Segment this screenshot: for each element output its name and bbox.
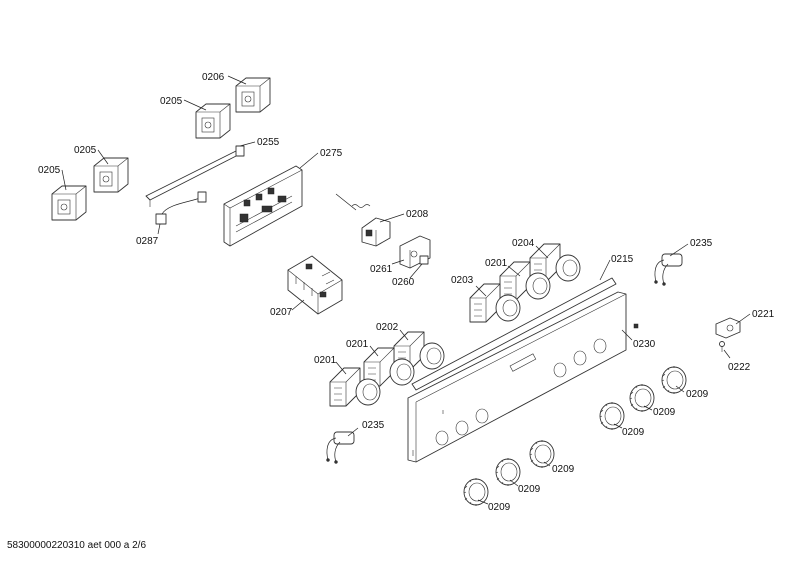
callout-0205-c: 0205 [38, 165, 61, 176]
callout-0201-a: 0201 [485, 258, 508, 269]
callout-0209-a: 0209 [686, 389, 709, 400]
part-0207-relay [287, 255, 343, 315]
callout-0260: 0260 [392, 277, 415, 288]
callout-0209-c: 0209 [622, 427, 645, 438]
part-0235-lamp-a [654, 253, 683, 286]
part-0209-ring-c [599, 401, 625, 431]
callout-labels: 0206 0205 0205 0205 0255 0275 0287 0208 … [38, 72, 775, 513]
document-reference: 58300000220310 aet 000 a 2/6 [7, 540, 147, 551]
callout-0205-a: 0205 [160, 96, 183, 107]
callout-0235-a: 0235 [690, 238, 713, 249]
callout-0201-b: 0201 [346, 339, 369, 350]
callout-0230: 0230 [633, 339, 656, 350]
part-0206-box [235, 77, 271, 113]
callout-0208: 0208 [406, 209, 429, 220]
callout-0209-e: 0209 [518, 484, 541, 495]
part-0205-box-a [195, 103, 231, 139]
callout-0222: 0222 [728, 362, 751, 373]
callout-0203: 0203 [451, 275, 474, 286]
callout-0275: 0275 [320, 148, 343, 159]
part-0221-holder [715, 317, 741, 339]
callout-0255: 0255 [257, 137, 280, 148]
part-0275-module [223, 165, 303, 247]
callout-0261: 0261 [370, 264, 393, 275]
part-0287-connector [155, 191, 207, 225]
part-0205-box-c [51, 185, 87, 221]
callout-0287: 0287 [136, 236, 159, 247]
callout-0235-b: 0235 [362, 420, 385, 431]
part-0235-lamp-b [326, 431, 355, 464]
callout-0202: 0202 [376, 322, 399, 333]
callout-0205-b: 0205 [74, 145, 97, 156]
callout-0207: 0207 [270, 307, 293, 318]
callout-0209-d: 0209 [552, 464, 575, 475]
part-0209-ring-a [661, 365, 687, 395]
callout-0206: 0206 [202, 72, 225, 83]
callout-0215: 0215 [611, 254, 634, 265]
callout-0209-f: 0209 [488, 502, 511, 513]
part-0260-pin [419, 255, 429, 265]
part-0222-screw [719, 341, 725, 352]
part-0255-rail [145, 145, 245, 207]
part-0209-ring-d [529, 439, 555, 469]
callout-0201-c: 0201 [314, 355, 337, 366]
callout-0209-b: 0209 [653, 407, 676, 418]
callout-0204: 0204 [512, 238, 535, 249]
part-0208-thermostat [335, 193, 391, 247]
callout-0221: 0221 [752, 309, 775, 320]
part-0209-ring-e [495, 457, 521, 487]
part-0209-ring-b [629, 383, 655, 413]
part-0215-trim [411, 277, 617, 391]
part-0230-panel [407, 291, 639, 463]
part-0205-box-b [93, 157, 129, 193]
leader-lines [61, 75, 751, 505]
part-0209-ring-f [463, 477, 489, 507]
